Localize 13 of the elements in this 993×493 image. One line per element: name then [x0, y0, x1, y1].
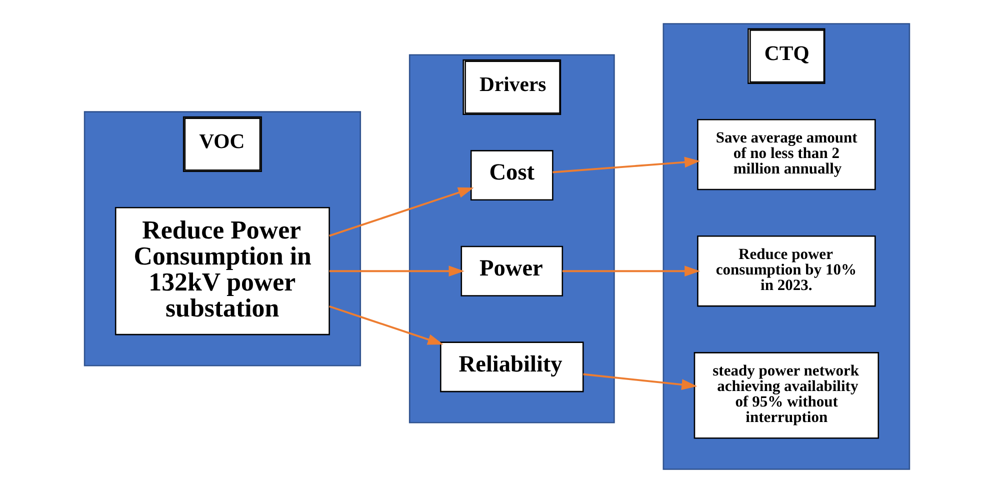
- arrow: [328, 266, 464, 277]
- node-box: Reduce power consumption by 10% in 2023.: [696, 236, 876, 307]
- arrow: [582, 373, 697, 390]
- arrow: [328, 187, 474, 237]
- node-box: Save average amount of no less than 2 million annually: [696, 118, 876, 190]
- arrow: [562, 266, 700, 277]
- node-box: Reliability: [440, 342, 584, 392]
- node-box: Cost: [470, 150, 553, 201]
- node-box: Reduce Power Consumption in 132kV power substation: [114, 207, 330, 336]
- node-box: steady power network achieving availability of 95% without interruption: [693, 352, 879, 439]
- arrow: [328, 305, 443, 345]
- arrow: [552, 156, 700, 174]
- node-box: Power: [460, 246, 563, 296]
